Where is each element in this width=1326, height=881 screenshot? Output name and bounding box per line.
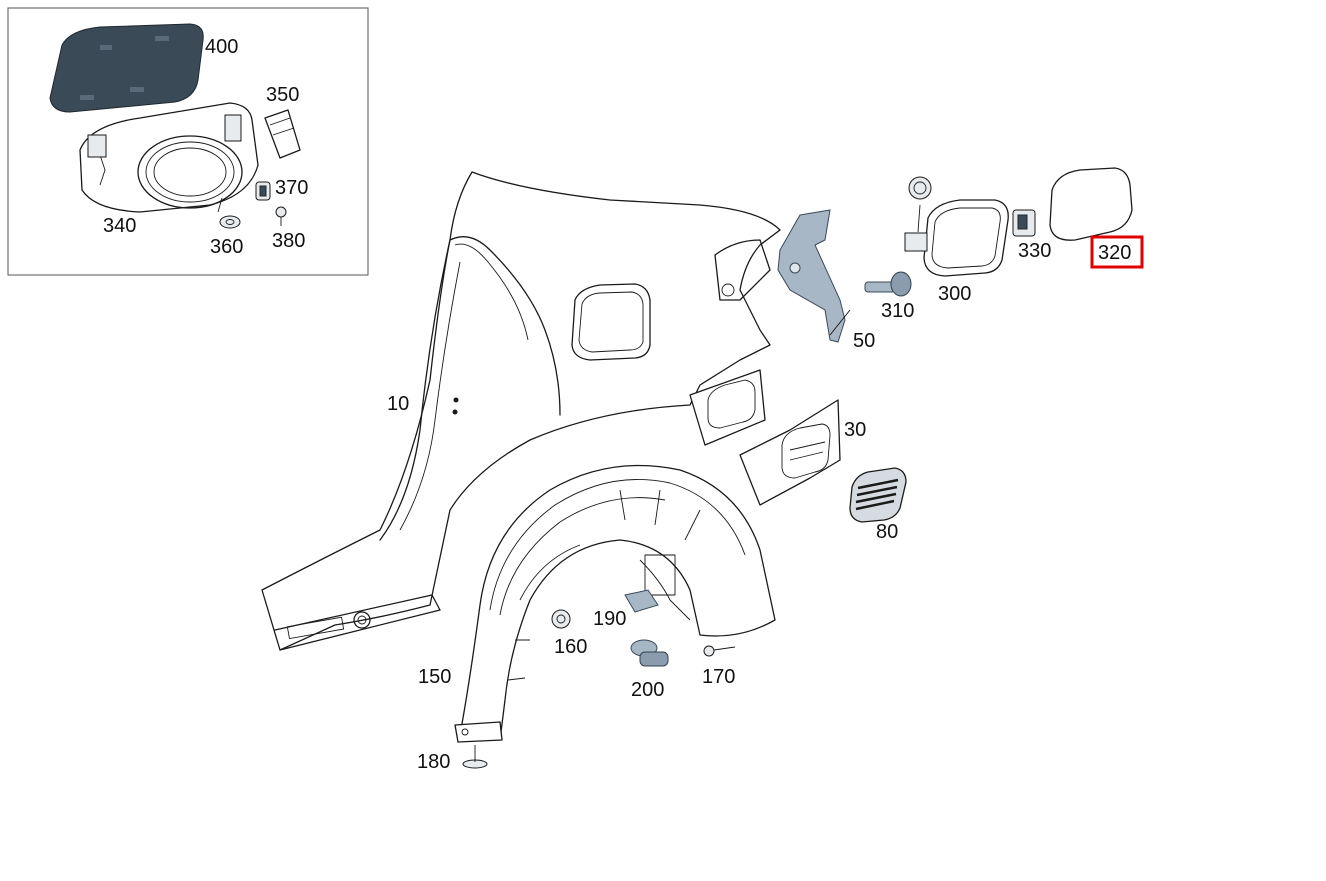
label-80: 80 [876, 521, 898, 543]
label-370: 370 [275, 177, 308, 199]
part-150-wheel-liner[interactable] [454, 464, 776, 743]
label-350: 350 [266, 84, 299, 106]
label-10: 10 [387, 393, 409, 415]
part-330-latch[interactable] [1012, 209, 1036, 237]
label-190: 190 [593, 608, 626, 630]
part-30-trim-panel[interactable] [739, 399, 841, 506]
part-160-clip[interactable] [551, 609, 571, 629]
part-360-grommet[interactable] [219, 215, 241, 229]
part-380-screw[interactable] [275, 206, 287, 226]
part-200-rivet[interactable] [630, 639, 669, 667]
label-300: 300 [938, 283, 971, 305]
label-180: 180 [417, 751, 450, 773]
part-80-vent-grille[interactable] [849, 467, 907, 523]
label-200: 200 [631, 679, 664, 701]
label-380: 380 [272, 230, 305, 252]
part-300-filler-housing[interactable] [904, 199, 1009, 277]
part-310-bolt[interactable] [864, 271, 912, 297]
label-160: 160 [554, 636, 587, 658]
fuel-cap[interactable] [908, 176, 932, 200]
label-50: 50 [853, 330, 875, 352]
inset-panel: 400 350 370 340 360 380 [7, 7, 369, 276]
label-170: 170 [702, 666, 735, 688]
label-400: 400 [205, 36, 238, 58]
part-370[interactable] [255, 181, 271, 201]
label-310: 310 [881, 300, 914, 322]
label-150: 150 [418, 666, 451, 688]
label-320: 320 [1098, 242, 1131, 264]
highlight-box [1090, 235, 1144, 269]
part-400-cover[interactable] [49, 23, 204, 113]
part-50-bracket[interactable] [777, 209, 851, 343]
part-340-housing[interactable] [79, 102, 259, 213]
label-30: 30 [844, 419, 866, 441]
label-320-highlight[interactable]: 320 [1090, 235, 1144, 269]
part-350-actuator[interactable] [264, 109, 301, 159]
label-340: 340 [103, 215, 136, 237]
part-190-clip[interactable] [624, 589, 659, 613]
label-330: 330 [1018, 240, 1051, 262]
part-10-side-panel[interactable] [261, 171, 781, 651]
part-320-fuel-door[interactable] [1049, 167, 1133, 241]
part-180-screw[interactable] [462, 745, 488, 769]
part-170-pin[interactable] [703, 645, 736, 657]
label-360: 360 [210, 236, 243, 258]
